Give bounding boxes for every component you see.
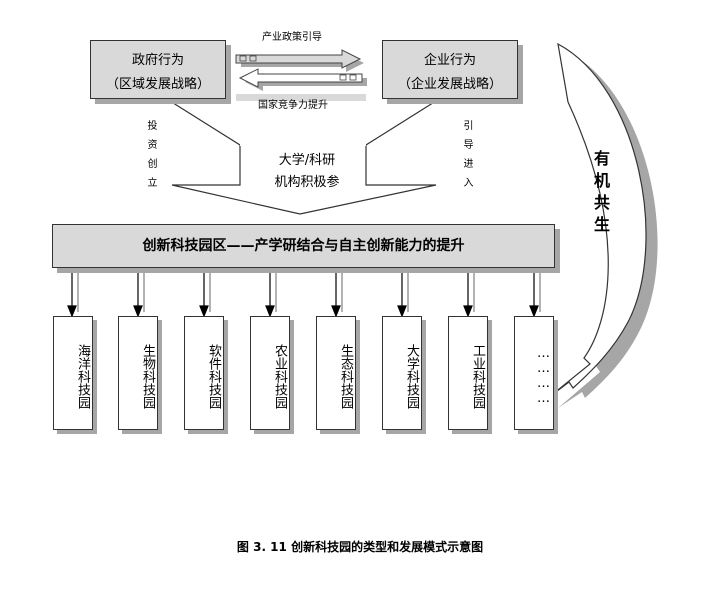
park-university: 大学科技园: [382, 316, 422, 430]
government-subtitle: （区域发展战略）: [105, 77, 210, 92]
government-title: 政府行为: [131, 53, 184, 68]
government-box: 政府行为 （区域发展战略）: [90, 40, 226, 99]
park-ecology: 生态科技园: [316, 316, 356, 430]
symbiosis-arrow-shadow: [558, 52, 658, 408]
competitiveness-arrow: [238, 68, 367, 91]
park-marine: 海洋科技园: [53, 316, 93, 430]
park-arrow-shadows: [77, 272, 541, 312]
enterprise-subtitle: （企业发展战略）: [397, 77, 502, 92]
park-arrows: [67, 268, 539, 318]
park-industry: 工业科技园: [448, 316, 488, 430]
figure-caption: 图 3. 11 创新科技园的类型和发展模式示意图: [236, 540, 484, 554]
symbiosis-label: 有机共生: [591, 150, 610, 238]
policy-arrow: [235, 49, 364, 72]
park-agriculture: 农业科技园: [250, 316, 290, 430]
university-line2: 机构积极参: [274, 175, 340, 190]
symbiosis-arrow: [547, 42, 647, 399]
guide-label: 引导进入: [461, 120, 472, 196]
park-bio: 生物科技园: [118, 316, 158, 430]
park-more: …………: [514, 316, 554, 430]
university-line1: 大学/科研: [278, 153, 336, 168]
park-software: 软件科技园: [184, 316, 224, 430]
university-label: 大学/科研 机构积极参: [262, 150, 352, 194]
invest-label: 投资创立: [145, 120, 156, 196]
enterprise-title: 企业行为: [423, 53, 476, 68]
enterprise-box: 企业行为 （企业发展战略）: [382, 40, 518, 99]
innovation-park-box: 创新科技园区——产学研结合与自主创新能力的提升: [52, 224, 555, 268]
funnel-arrow: [169, 100, 437, 215]
policy-label: 产业政策引导: [262, 32, 322, 43]
competitiveness-label: 国家竞争力提升: [258, 100, 328, 111]
